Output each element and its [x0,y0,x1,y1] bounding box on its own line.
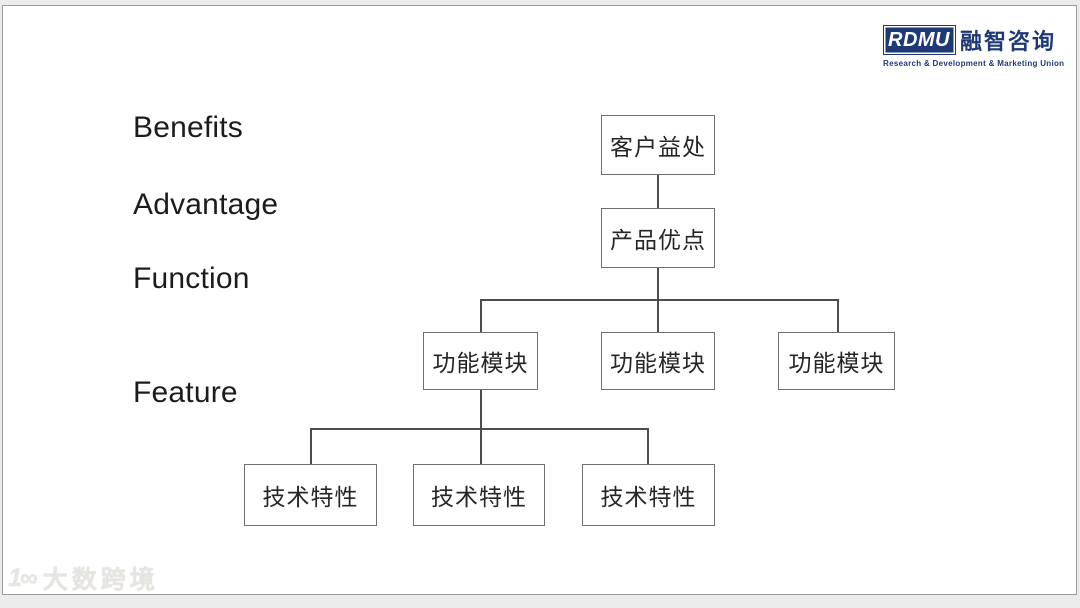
node-tech-feature-2: 技术特性 [413,464,545,526]
side-label-feature: Feature [133,376,238,409]
side-label-function: Function [133,262,250,295]
logo-chinese-name: 融智咨询 [960,29,1057,54]
watermark-100-icon: 1∞ [8,563,38,592]
connector-line [480,299,838,301]
watermark: 1∞ 大数跨境 [8,560,159,596]
connector-line [310,428,312,464]
node-function-module-1: 功能模块 [423,332,538,390]
connector-line [657,175,659,208]
node-tech-feature-3: 技术特性 [582,464,715,526]
rdmu-logo-mark: RDMU [883,25,956,55]
connector-line [480,428,482,464]
connector-line [480,299,482,332]
connector-line [657,268,659,300]
connector-line [647,428,649,464]
connector-line [657,299,659,332]
node-tech-feature-1: 技术特性 [244,464,377,526]
logo-subtitle: Research & Development & Marketing Union [883,59,1065,68]
node-function-module-3: 功能模块 [778,332,895,390]
node-function-module-2: 功能模块 [601,332,715,390]
logo-row: RDMU 融智咨询 [883,24,1063,56]
side-label-benefits: Benefits [133,111,243,144]
node-customer-benefit: 客户益处 [601,115,715,175]
connector-line [837,299,839,332]
rdmu-logo: RDMU 融智咨询 Research & Development & Marke… [883,24,1065,68]
connector-line [310,428,648,430]
connector-line [480,390,482,429]
side-label-advantage: Advantage [133,188,279,221]
watermark-text: 大数跨境 [42,566,159,594]
node-product-advantage: 产品优点 [601,208,715,268]
